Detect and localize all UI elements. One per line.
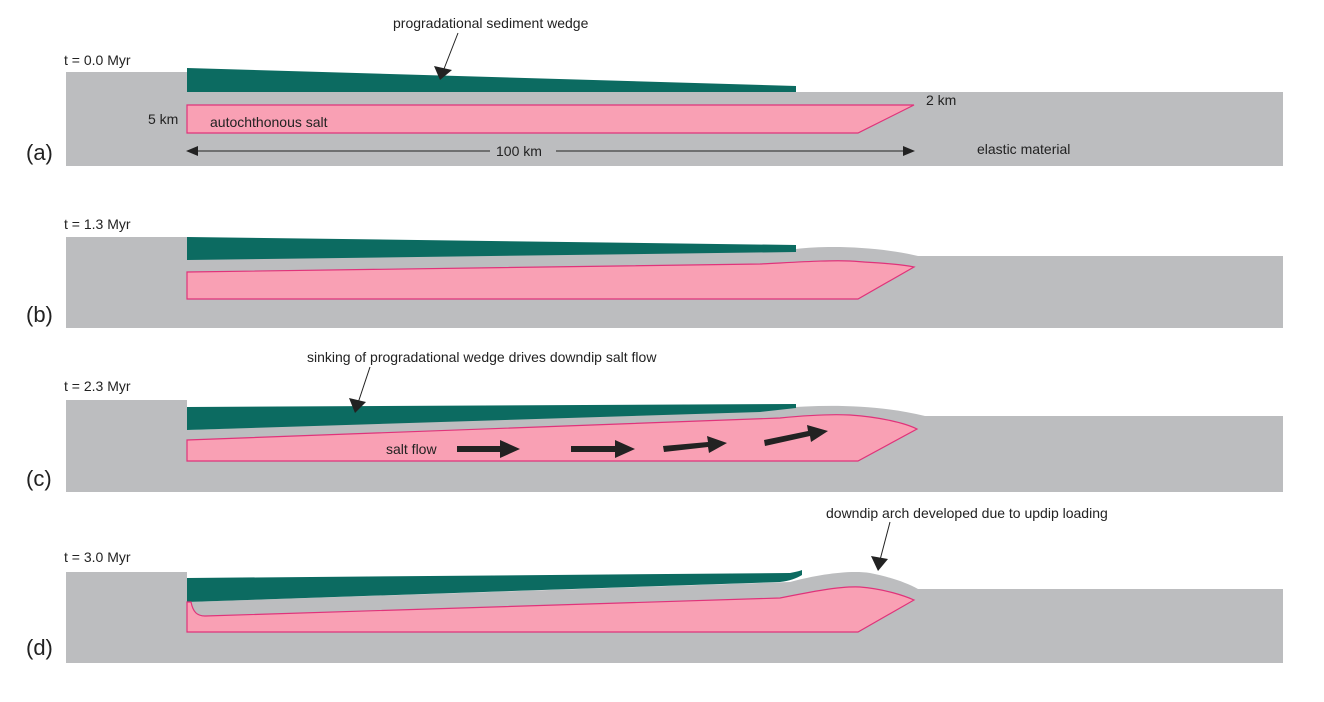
annotation-leader [441,32,459,75]
panel-letter: (b) [26,302,53,327]
left-thickness-label: 5 km [148,111,178,127]
sediment-wedge [187,237,796,260]
panel-letter: (c) [26,466,52,491]
length-label: 100 km [496,143,542,159]
panel-c: sinking of progradational wedge drives d… [26,349,1283,492]
sediment-wedge [187,570,802,602]
salt-flow-arrow [571,440,635,458]
salt-flow-arrow [663,436,727,453]
panel-b: t = 1.3 Myr (b) [26,216,1283,328]
panel-letter: (d) [26,635,53,660]
arch-annotation: downdip arch developed due to updip load… [826,505,1108,521]
panel-d: downdip arch developed due to updip load… [26,505,1283,663]
panel-letter: (a) [26,140,53,165]
time-label: t = 1.3 Myr [64,216,131,232]
annotation-arrowhead [434,66,452,80]
sediment-wedge [187,404,796,430]
salt-layer [186,260,916,300]
time-label: t = 3.0 Myr [64,549,131,565]
annotation-leader [357,366,371,404]
material-label: elastic material [977,141,1070,157]
length-arrowhead-left [186,146,198,156]
salt-layer [186,414,919,462]
flow-annotation: sinking of progradational wedge drives d… [307,349,657,365]
time-label: t = 2.3 Myr [64,378,131,394]
salt-label: autochthonous salt [210,114,328,130]
sediment-wedge [187,68,796,92]
panel-a: progradational sediment wedge t = 0.0 My… [26,15,1283,166]
wedge-annotation: progradational sediment wedge [393,15,589,31]
right-thickness-label: 2 km [926,92,956,108]
annotation-arrowhead [871,556,888,571]
length-arrowhead-right [903,146,915,156]
salt-layer [186,586,916,633]
annotation-leader [879,521,891,561]
salt-flow-label: salt flow [386,441,437,457]
annotation-arrowhead [349,398,366,413]
salt-flow-arrow [764,425,828,446]
time-label: t = 0.0 Myr [64,52,131,68]
salt-layer [186,104,915,134]
salt-flow-arrow [457,440,520,458]
